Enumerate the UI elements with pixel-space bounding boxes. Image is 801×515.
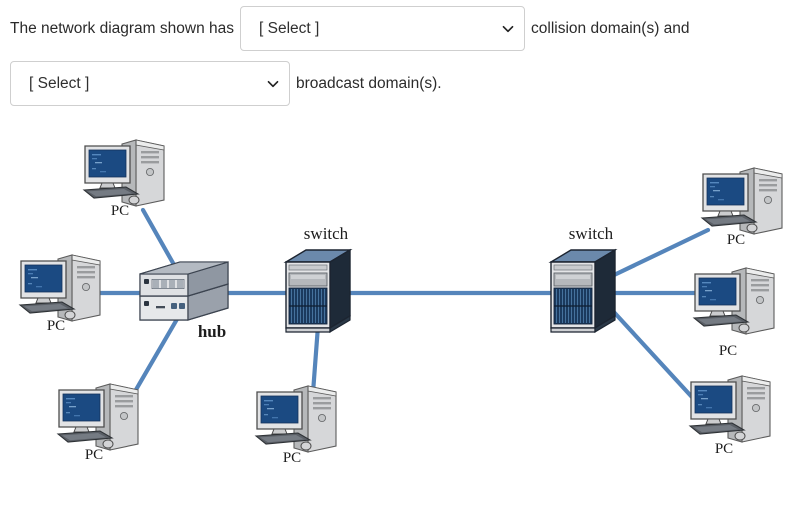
device-switch-left: switch [285, 224, 351, 333]
device-switch-right: switch [550, 224, 616, 333]
question-mid-text: collision domain(s) and [531, 19, 690, 37]
chevron-down-icon [502, 23, 514, 34]
question-tail-text: broadcast domain(s). [296, 74, 442, 92]
device-pc-bottom-right: PC [689, 375, 771, 457]
device-pc-mid-left: PC [19, 254, 101, 334]
network-topology-diagram: PC PC PC hub switch [0, 118, 801, 515]
device-label-pc-mid-right: PC [719, 343, 737, 359]
link-switch-right-pc-bottom [609, 307, 705, 411]
link-switch-right-pc-top [609, 227, 711, 279]
question-lead-text: The network diagram shown has [10, 19, 235, 37]
select-broadcast-value: [ Select ] [29, 74, 90, 92]
device-label-pc-bottom-center: PC [283, 450, 301, 466]
device-pc-bottom-center: PC [255, 385, 337, 466]
device-label-pc-bottom-left: PC [85, 447, 103, 463]
select-collision-domains[interactable]: [ Select ] [240, 6, 526, 51]
device-hub: hub [139, 261, 229, 341]
device-label-hub: hub [198, 322, 226, 341]
link-pc-bottom-left-hub [127, 311, 183, 403]
select-broadcast-domains[interactable]: [ Select ] [10, 61, 290, 106]
question-line-2: [ Select ] broadcast domain(s). [10, 61, 795, 106]
device-pc-mid-right: PC [693, 267, 775, 359]
device-label-pc-top-left: PC [111, 203, 129, 219]
device-label-pc-top-right: PC [727, 232, 745, 248]
question-line-1: The network diagram shown has [ Select ]… [10, 6, 795, 51]
device-pc-top-right: PC [701, 167, 783, 248]
device-label-switch-left: switch [304, 224, 349, 243]
link-layer [97, 207, 711, 411]
device-label-switch-right: switch [569, 224, 614, 243]
device-pc-top-left: PC [83, 139, 165, 219]
select-collision-value: [ Select ] [259, 19, 320, 37]
chevron-down-icon [267, 78, 279, 89]
device-pc-bottom-left: PC [57, 383, 139, 463]
question-block: The network diagram shown has [ Select ]… [10, 6, 795, 106]
device-label-pc-bottom-right: PC [715, 441, 733, 457]
device-label-pc-mid-left: PC [47, 318, 65, 334]
